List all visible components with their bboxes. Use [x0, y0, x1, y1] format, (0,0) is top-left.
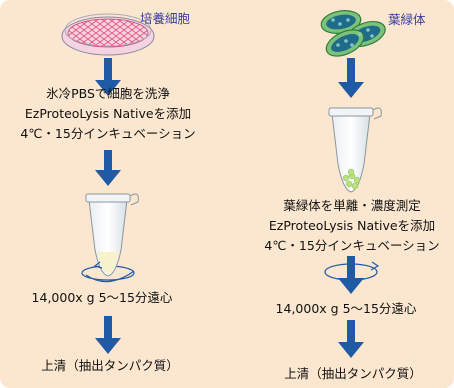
microtube-icon	[328, 107, 382, 193]
culture-dish-icon	[61, 13, 155, 56]
chloroplast-icon	[320, 10, 386, 57]
down-arrow-icon	[338, 58, 364, 98]
left-result-text: 上清（抽出タンパク質）	[41, 358, 179, 373]
left-step1-line3: 4℃・15分インキュベーション	[20, 126, 196, 141]
right-caption: 葉緑体	[388, 12, 426, 27]
right-result-text: 上清（抽出タンパク質）	[284, 366, 422, 381]
centrifuge-rotation-icon	[324, 261, 380, 281]
right-step1-line1: 葉緑体を単離・濃度測定	[283, 198, 421, 213]
down-arrow-icon	[95, 316, 121, 354]
down-arrow-icon	[338, 320, 364, 358]
left-caption: 培養細胞	[140, 11, 191, 26]
right-step1-line2: EzProteoLysis Nativeを添加	[268, 218, 436, 233]
down-arrow-icon	[95, 58, 121, 96]
right-step1-line3: 4℃・15分インキュベーション	[264, 238, 440, 253]
left-step1-line2: EzProteoLysis Nativeを添加	[24, 106, 192, 121]
right-step2-text: 14,000x g 5～15分遠心	[275, 301, 417, 316]
down-arrow-icon	[95, 150, 121, 186]
microtube-icon	[81, 193, 139, 283]
left-step2-text: 14,000x g 5～15分遠心	[31, 290, 173, 305]
down-arrow-icon	[338, 256, 364, 294]
centrifuge-rotation-icon	[93, 261, 103, 269]
left-step1-line1: 氷冷PBSで細胞を洗浄	[46, 86, 170, 101]
